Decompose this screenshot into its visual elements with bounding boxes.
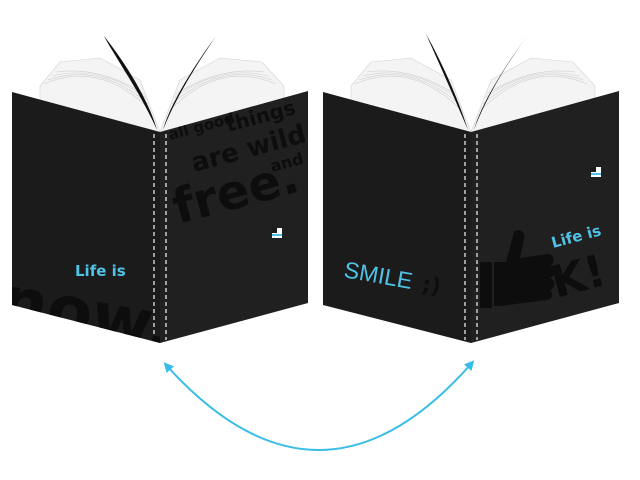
ribbon-left bbox=[104, 36, 157, 130]
front-cover bbox=[471, 91, 619, 343]
back-cover bbox=[160, 91, 308, 343]
front-cover bbox=[12, 92, 160, 343]
spine-stitching bbox=[153, 134, 167, 340]
emoticon: ;) bbox=[420, 272, 443, 300]
page-block bbox=[350, 57, 596, 133]
notebook-logo-icon bbox=[272, 228, 282, 238]
life-is-label: Life is bbox=[75, 262, 126, 280]
thumbs-up-icon bbox=[480, 230, 555, 308]
back-cover bbox=[323, 92, 471, 343]
spine-stitching bbox=[464, 134, 478, 340]
notebook-left: now. Life is all good things are wild an… bbox=[12, 36, 308, 343]
notebook-right: SMILE ;) K! Life is bbox=[323, 34, 619, 343]
double-headed-arrow-icon bbox=[163, 360, 475, 451]
notebook-logo-icon bbox=[591, 167, 601, 177]
